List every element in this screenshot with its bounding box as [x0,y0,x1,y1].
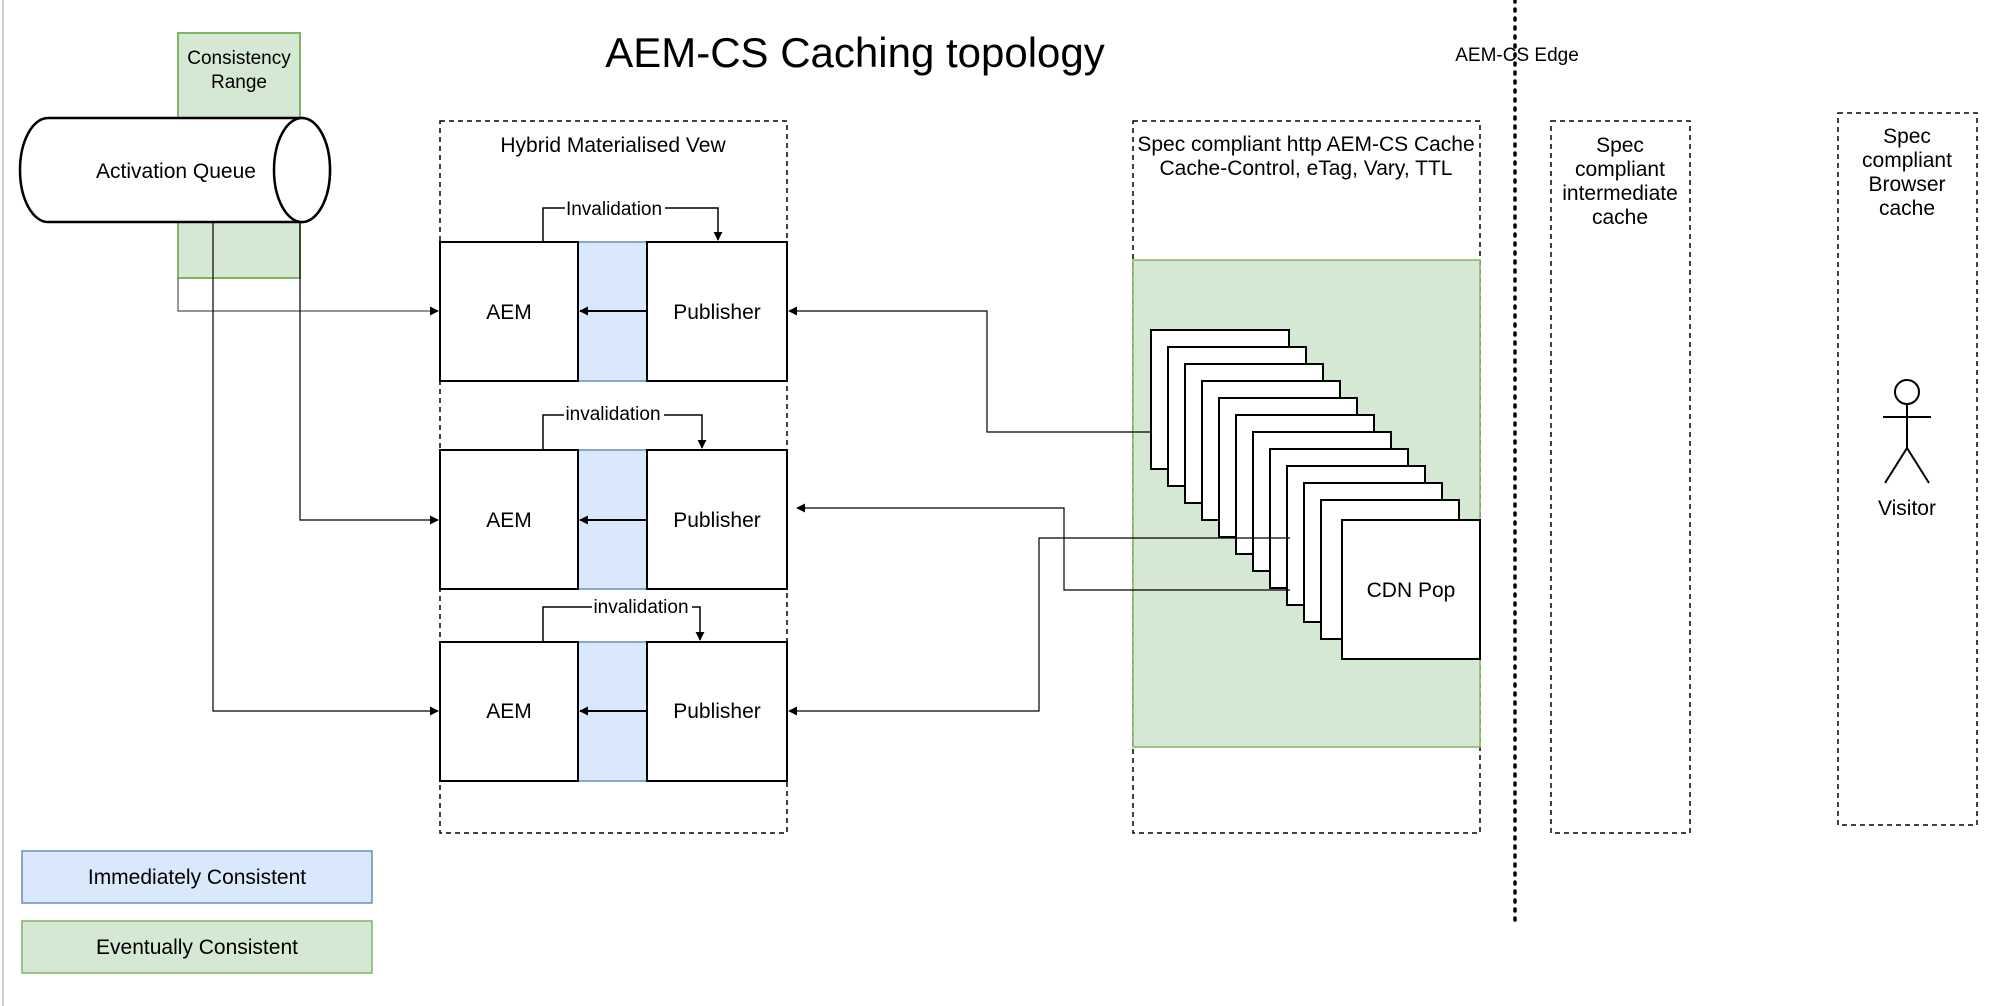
publisher-label: Publisher [673,509,761,532]
cdn-to-publisher-3 [788,537,1290,716]
aem-row-1: AEM Publisher Invalidation [439,198,788,382]
legend-immediate-swatch [21,850,373,904]
aem-box [439,449,579,590]
cdn-to-publisher-2 [796,503,1290,591]
browser-cache-container [1837,112,1978,826]
aem-box [439,641,579,782]
edge-label: AEM-CS Edge [1455,45,1579,66]
cdn-pop-label: CDN Pop [1367,579,1456,602]
legend-eventual-label: Eventually Consistent [96,936,298,959]
queue-to-aem-row-2 [299,222,439,525]
legend-immediate-label: Immediately Consistent [88,866,306,889]
publisher-box [646,241,788,382]
queue-to-aem-row-3 [212,222,439,716]
aem-row-2: AEM Publisher invalidation [439,404,788,590]
visitor-head [1894,379,1920,405]
invalidation-label: Invalidation [566,199,662,220]
aem-row-3: AEM Publisher invalidation [439,596,788,782]
cdn-to-publisher-1 [788,306,1151,433]
publisher-label: Publisher [673,301,761,324]
intermediate-cache-container [1550,120,1691,834]
queue-to-aem-row-1 [177,278,439,316]
invalidation-label: invalidation [593,597,688,618]
invalidation-label: invalidation [565,404,660,425]
legend-eventual-swatch [21,920,373,974]
cdn-pop-stack: CDN Pop [1150,329,1481,660]
aem-box [439,241,579,382]
visitor-label: Visitor [1878,497,1936,520]
activation-queue-label: Activation Queue [96,160,256,183]
visitor-figure [1883,379,1931,484]
hybrid-view-label: Hybrid Materialised Vew [500,134,726,157]
aem-label: AEM [486,509,532,532]
aem-label: AEM [486,301,532,324]
publisher-box [646,641,788,782]
publisher-label: Publisher [673,700,761,723]
aem-label: AEM [486,700,532,723]
cdn-pop-front [1341,519,1481,660]
diagram-title: AEM-CS Caching topology [605,29,1105,76]
activation-queue: Activation Queue [18,116,332,224]
